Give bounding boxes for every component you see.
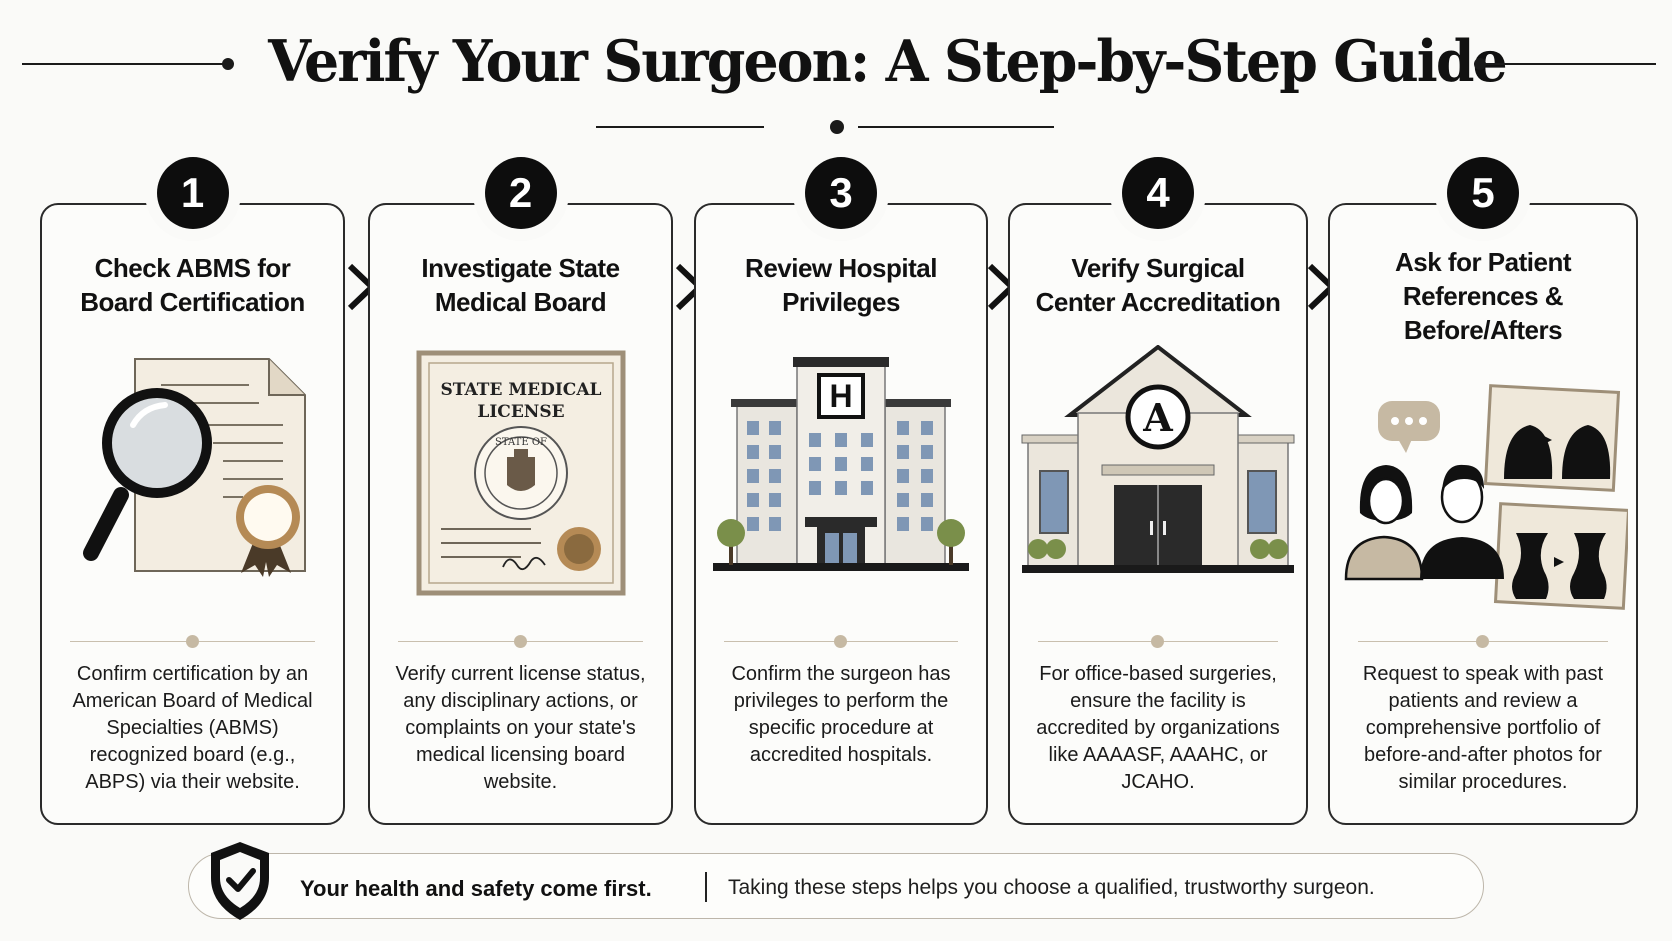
footer-banner — [188, 853, 1484, 919]
surgical-center-icon: A — [1010, 345, 1306, 645]
license-title-line-1: STATE MEDICAL — [440, 380, 601, 400]
step-card-4: 4 Verify Surgical Center Accreditation A… — [1008, 157, 1308, 825]
step-title-4-line-2: Center Accreditation — [1035, 287, 1281, 317]
page-title: Verify Your Surgeon: A Step-by-Step Guid… — [268, 28, 1508, 95]
hospital-building-icon: H — [696, 345, 986, 645]
step-badge-2: 2 — [484, 157, 557, 229]
step-card-3: 3 Review Hospital Privileges H — [694, 157, 988, 825]
step-divider-dot-1 — [185, 635, 199, 648]
step-title-2-line-2: Medical Board — [434, 287, 607, 317]
title-rule-left — [22, 63, 230, 65]
seal-text: STATE OF — [495, 437, 547, 448]
step-title-5-line-3: Before/Afters — [1403, 315, 1563, 345]
subtitle-dot — [830, 120, 844, 134]
step-card-5: 5 Ask for Patient References & Before/Af… — [1328, 157, 1638, 825]
step-desc-4: For office-based surgeries, ensure the f… — [1036, 663, 1280, 793]
step-title-1-line-1: Check ABMS for — [94, 253, 291, 283]
title-dot-right — [1474, 58, 1486, 70]
step-title-2: Investigate State Medical Board — [380, 251, 661, 319]
step-divider-dot-2 — [513, 635, 527, 648]
step-badge-3: 3 — [805, 157, 877, 229]
step-title-3-line-1: Review Hospital — [745, 253, 937, 283]
step-divider-dot-5 — [1476, 635, 1489, 648]
step-title-2-line-1: Investigate State — [421, 253, 620, 283]
license-certificate-icon: STATE MEDICAL LICENSE STATE OF — [370, 345, 671, 645]
step-badge-5: 5 — [1447, 157, 1519, 229]
center-sign-letter: A — [1142, 395, 1173, 440]
step-desc-3: Confirm the surgeon has privileges to pe… — [731, 663, 951, 766]
step-title-1-line-2: Board Certification — [80, 287, 305, 317]
footer-text: Taking these steps helps you choose a qu… — [728, 876, 1375, 899]
title-dot-left — [222, 58, 234, 70]
step-card-1: 1 Check ABMS for Board Certification Con… — [40, 157, 345, 825]
step-title-4-line-1: Verify Surgical — [1071, 253, 1245, 283]
step-desc-1: Confirm certification by an American Boa… — [72, 663, 313, 793]
step-divider-dot-4 — [1151, 635, 1164, 648]
title-rule-right — [1482, 63, 1656, 65]
hospital-sign-letter: H — [829, 378, 852, 414]
step-title-5-line-2: References & — [1402, 281, 1564, 311]
shield-check-icon — [211, 842, 269, 920]
subtitle-rule-right — [858, 126, 1054, 128]
magnifier-certificate-icon — [42, 345, 343, 645]
license-title-line-2: LICENSE — [477, 402, 564, 422]
step-divider-dot-3 — [834, 635, 847, 648]
step-title-5-line-1: Ask for Patient — [1395, 247, 1572, 277]
step-badge-4: 4 — [1122, 157, 1194, 229]
step-title-3-line-2: Privileges — [782, 287, 900, 317]
step-title-3: Review Hospital Privileges — [706, 251, 976, 319]
step-desc-2: Verify current license status, any disci… — [395, 663, 646, 793]
step-title-4: Verify Surgical Center Accreditation — [1020, 251, 1296, 319]
title-row: Verify Your Surgeon: A Step-by-Step Guid… — [0, 28, 1672, 98]
footer-separator — [705, 872, 707, 902]
step-title-1: Check ABMS for Board Certification — [52, 251, 333, 319]
patients-before-after-icon — [1330, 383, 1636, 683]
step-card-2: 2 Investigate State Medical Board STATE … — [368, 157, 673, 825]
step-title-5: Ask for Patient References & Before/Afte… — [1340, 245, 1626, 347]
subtitle-rule-left — [596, 126, 764, 128]
step-desc-5: Request to speak with past patients and … — [1362, 663, 1604, 793]
footer-strong-text: Your health and safety come first. — [300, 876, 652, 901]
step-badge-1: 1 — [156, 157, 229, 229]
